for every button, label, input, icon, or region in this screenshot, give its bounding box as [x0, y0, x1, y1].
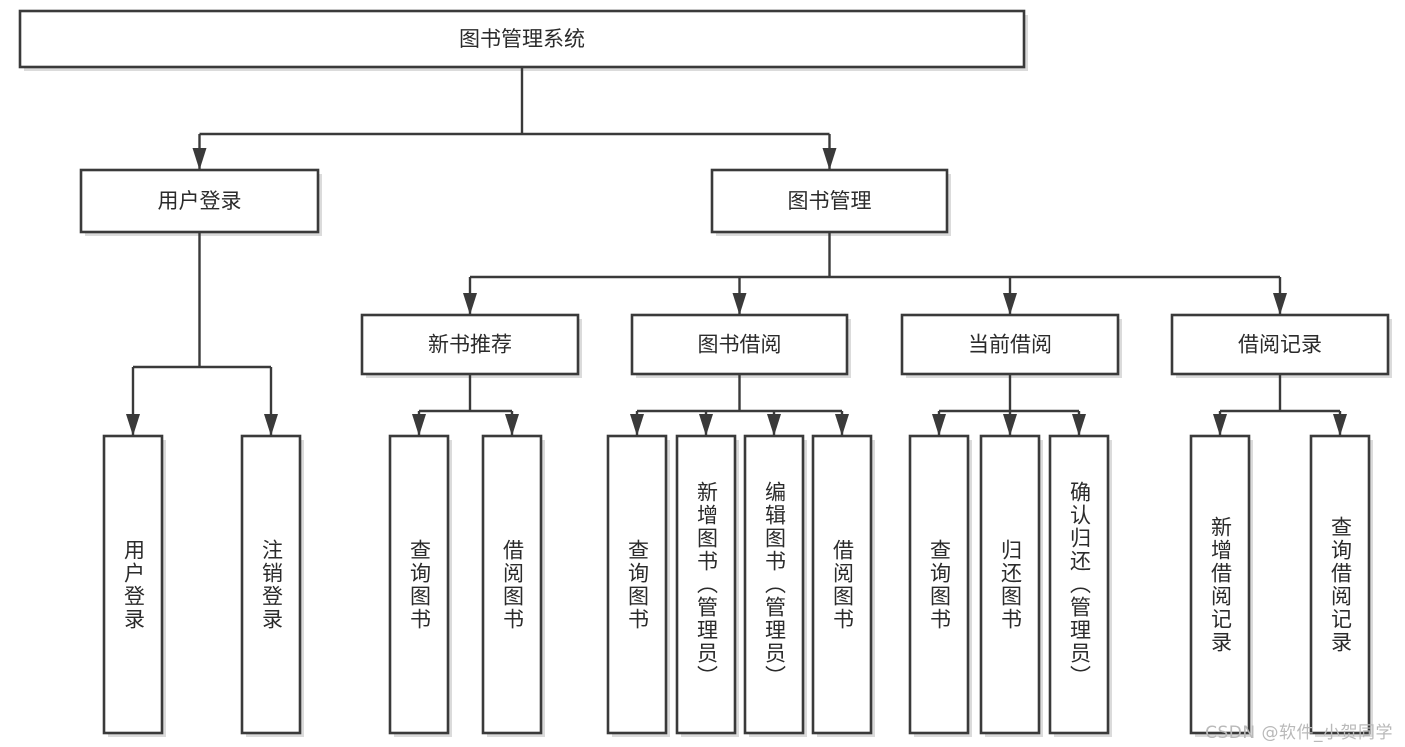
node-leaf-归还图书[interactable] [979, 434, 1043, 737]
node-leaf-借阅图书[interactable] [811, 434, 875, 737]
l2-1-arrow-2 [1003, 293, 1017, 315]
l3-1-3-arrow-1 [1333, 414, 1347, 436]
l3-1-1-arrow-1 [699, 414, 713, 436]
l2-1-arrow-1 [732, 293, 747, 315]
l2-0-arrow-1 [264, 414, 278, 436]
node-leaf-查询借阅记录[interactable] [1309, 434, 1373, 737]
node-leaf-查询图书[interactable] [908, 434, 972, 737]
node-leaf-用户登录[interactable] [102, 434, 166, 737]
node-leaf-新增借阅记录[interactable] [1189, 434, 1253, 737]
node-leaf-注销登录[interactable] [240, 434, 304, 737]
node-level2-label-用户登录: 用户登录 [158, 189, 242, 213]
node-root[interactable] [18, 9, 1028, 71]
node-leaf-编辑图书管理员[interactable] [743, 434, 807, 737]
node-leaf-查询图书[interactable] [388, 434, 452, 737]
node-level3-label-借阅记录: 借阅记录 [1238, 333, 1322, 357]
l3-1-0-arrow-0 [412, 414, 426, 436]
node-leaf-查询图书[interactable] [606, 434, 670, 737]
node-level3-借阅记录[interactable] [1170, 313, 1392, 378]
l3-1-2-arrow-2 [1072, 414, 1086, 436]
node-level3-label-图书借阅: 图书借阅 [698, 333, 782, 357]
node-root-label: 图书管理系统 [459, 27, 585, 51]
node-level3-label-新书推荐: 新书推荐 [428, 333, 512, 357]
node-level3-图书借阅[interactable] [630, 313, 851, 378]
node-leaf-确认归还管理员[interactable] [1048, 434, 1112, 737]
l2-0-arrow-0 [126, 414, 140, 436]
l3-1-0-arrow-1 [505, 414, 519, 436]
l3-1-1-arrow-3 [835, 414, 849, 436]
l3-1-2-arrow-0 [932, 414, 946, 436]
node-leaf-借阅图书[interactable] [481, 434, 545, 737]
l3-1-3-arrow-0 [1213, 414, 1227, 436]
l2-1-arrow-3 [1273, 293, 1287, 315]
node-level3-新书推荐[interactable] [360, 313, 582, 378]
node-level2-用户登录[interactable] [79, 168, 322, 236]
l3-1-1-arrow-2 [767, 414, 781, 436]
l3-1-2-arrow-1 [1003, 414, 1017, 436]
node-level3-label-当前借阅: 当前借阅 [968, 333, 1052, 357]
watermark-text: CSDN @软件_小贺同学 [1205, 723, 1393, 743]
node-level2-图书管理[interactable] [710, 168, 951, 236]
node-leaf-新增图书管理员[interactable] [675, 434, 739, 737]
root-arrow-1 [822, 148, 837, 170]
l3-1-1-arrow-0 [630, 414, 644, 436]
node-level2-label-图书管理: 图书管理 [788, 189, 872, 213]
l2-1-arrow-0 [463, 293, 477, 315]
root-arrow-0 [192, 148, 207, 170]
